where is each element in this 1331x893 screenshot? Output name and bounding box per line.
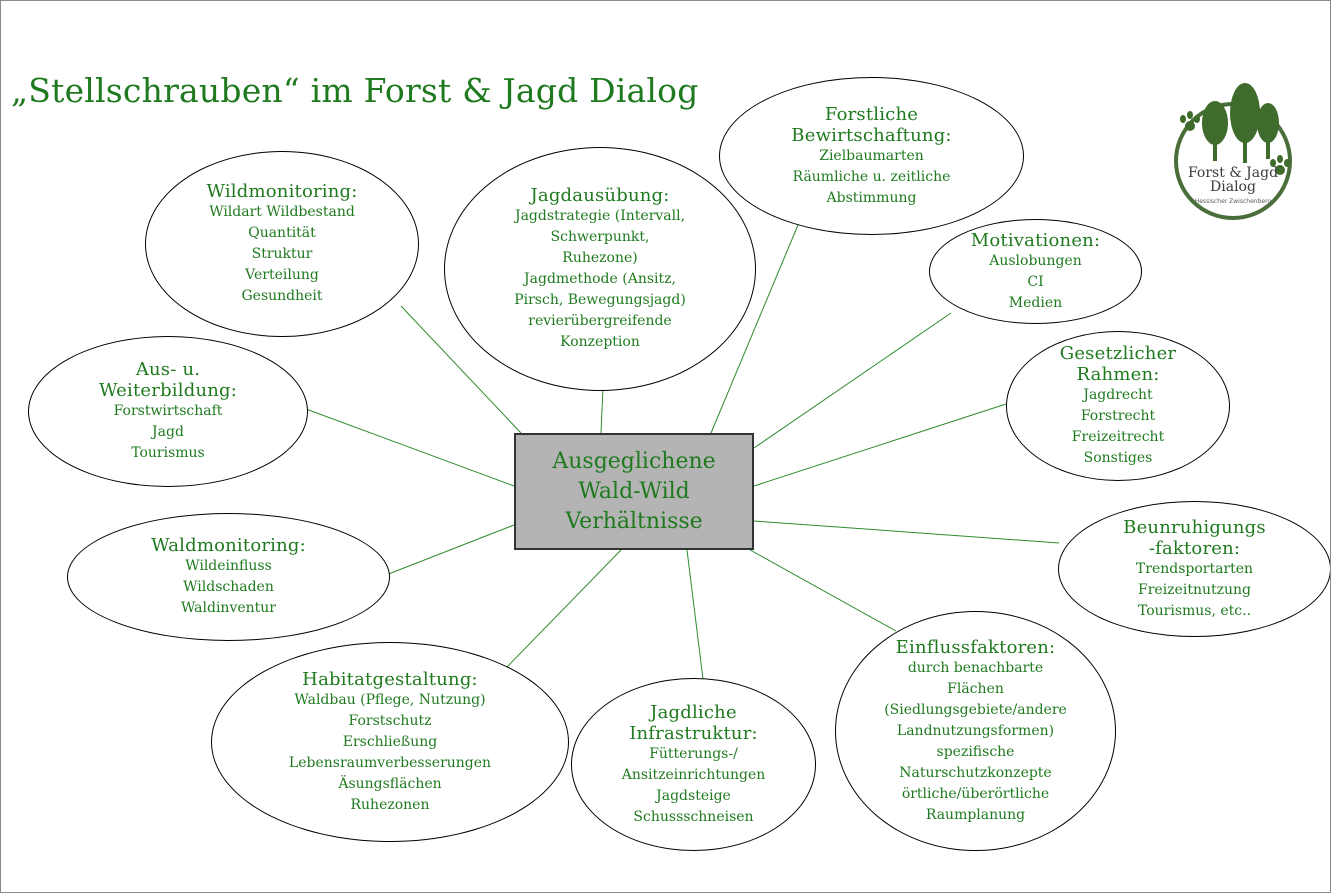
logo-text-line3: Hessischer Zwischenberg (1195, 198, 1272, 205)
node-title: Aus- u. Weiterbildung: (98, 359, 238, 401)
node-items: Zielbaumarten Räumliche u. zeitliche Abs… (792, 147, 951, 206)
node-items: Forstwirtschaft Jagd Tourismus (113, 403, 223, 461)
node-items: Jagdstrategie (Intervall, Schwerpunkt, R… (514, 208, 686, 350)
node-title: Beunruhigungs -faktoren: (1123, 516, 1266, 559)
paw-print-icon (1180, 111, 1290, 175)
node-title: Forstliche Bewirtschaftung: (791, 103, 952, 146)
logo-text-line2: Dialog (1210, 179, 1256, 195)
center-line: Verhältnisse (565, 508, 703, 534)
connector-wildmonitoring (400, 305, 522, 434)
node-beunruhigungsfaktoren: Beunruhigungs -faktoren: Trendsportarten… (1058, 501, 1330, 637)
node-habitatgestaltung: Habitatgestaltung: Waldbau (Pflege, Nutz… (211, 642, 569, 842)
node-einflussfaktoren: Einflussfaktoren: durch benachbarte Fläc… (835, 611, 1116, 851)
node-motivationen: Motivationen: Auslobungen CI Medien (929, 219, 1142, 324)
node-title: Einflussfaktoren: (895, 636, 1056, 658)
node-forstliche-bewirtschaftung: Forstliche Bewirtschaftung: Zielbaumarte… (719, 77, 1024, 235)
center-box: Ausgeglichene Wald-Wild Verhältnisse (514, 433, 754, 550)
connector-habitat (505, 549, 622, 669)
connector-waldmonitoring (385, 524, 515, 576)
node-title: Gesetzlicher Rahmen: (1059, 343, 1177, 385)
node-title: Jagdausübung: (530, 185, 670, 206)
node-waldmonitoring: Waldmonitoring: Wildeinfluss Wildschaden… (67, 513, 390, 641)
node-items: Jagdrecht Forstrecht Freizeitrecht Sonst… (1071, 387, 1165, 466)
connector-motivationen (753, 312, 952, 449)
node-items: durch benachbarte Flächen (Siedlungsgebi… (884, 659, 1067, 823)
center-line: Ausgeglichene (552, 448, 716, 474)
connector-beunruhigung (753, 520, 1060, 544)
connector-ausbildung (305, 408, 515, 487)
node-items: Waldbau (Pflege, Nutzung) Forstschutz Er… (288, 691, 492, 813)
node-gesetzlicher-rahmen: Gesetzlicher Rahmen: Jagdrecht Forstrech… (1006, 331, 1230, 481)
tree-icon (1202, 83, 1279, 163)
node-wildmonitoring: Wildmonitoring: Wildart Wildbestand Quan… (145, 151, 419, 337)
node-items: Trendsportarten Freizeitnutzung Tourismu… (1135, 560, 1254, 619)
connector-forstliche (710, 224, 799, 434)
connector-jagdausuebung (600, 386, 604, 434)
logo-text-line1: Forst & Jagd (1188, 165, 1278, 181)
connector-einfluss (742, 545, 897, 632)
node-title: Waldmonitoring: (151, 535, 306, 556)
slide-title: „Stellschrauben“ im Forst & Jagd Dialog (11, 71, 699, 110)
connector-gesetzlicher (753, 403, 1007, 487)
node-items: Auslobungen CI Medien (989, 252, 1082, 311)
node-items: Wildart Wildbestand Quantität Struktur V… (209, 204, 355, 304)
node-title: Jagdliche Infrastruktur: (629, 701, 758, 744)
node-jagdliche-infrastruktur: Jagdliche Infrastruktur: Fütterungs-/ An… (571, 678, 816, 851)
node-items: Fütterungs-/ Ansitzeinrichtungen Jagdste… (621, 745, 766, 825)
connector-infrastruktur (686, 549, 704, 680)
node-aus-weiterbildung: Aus- u. Weiterbildung: Forstwirtschaft J… (28, 336, 308, 487)
node-title: Wildmonitoring: (206, 181, 358, 202)
node-title: Motivationen: (970, 229, 1101, 251)
node-jagdausuebung: Jagdausübung: Jagdstrategie (Intervall, … (444, 147, 756, 391)
node-title: Habitatgestaltung: (302, 668, 478, 690)
forst-jagd-dialog-logo: Forst & Jagd Dialog Hessischer Zwischenb… (1174, 83, 1292, 220)
node-items: Wildeinfluss Wildschaden Waldinventur (181, 558, 276, 616)
center-line: Wald-Wild (578, 478, 690, 504)
